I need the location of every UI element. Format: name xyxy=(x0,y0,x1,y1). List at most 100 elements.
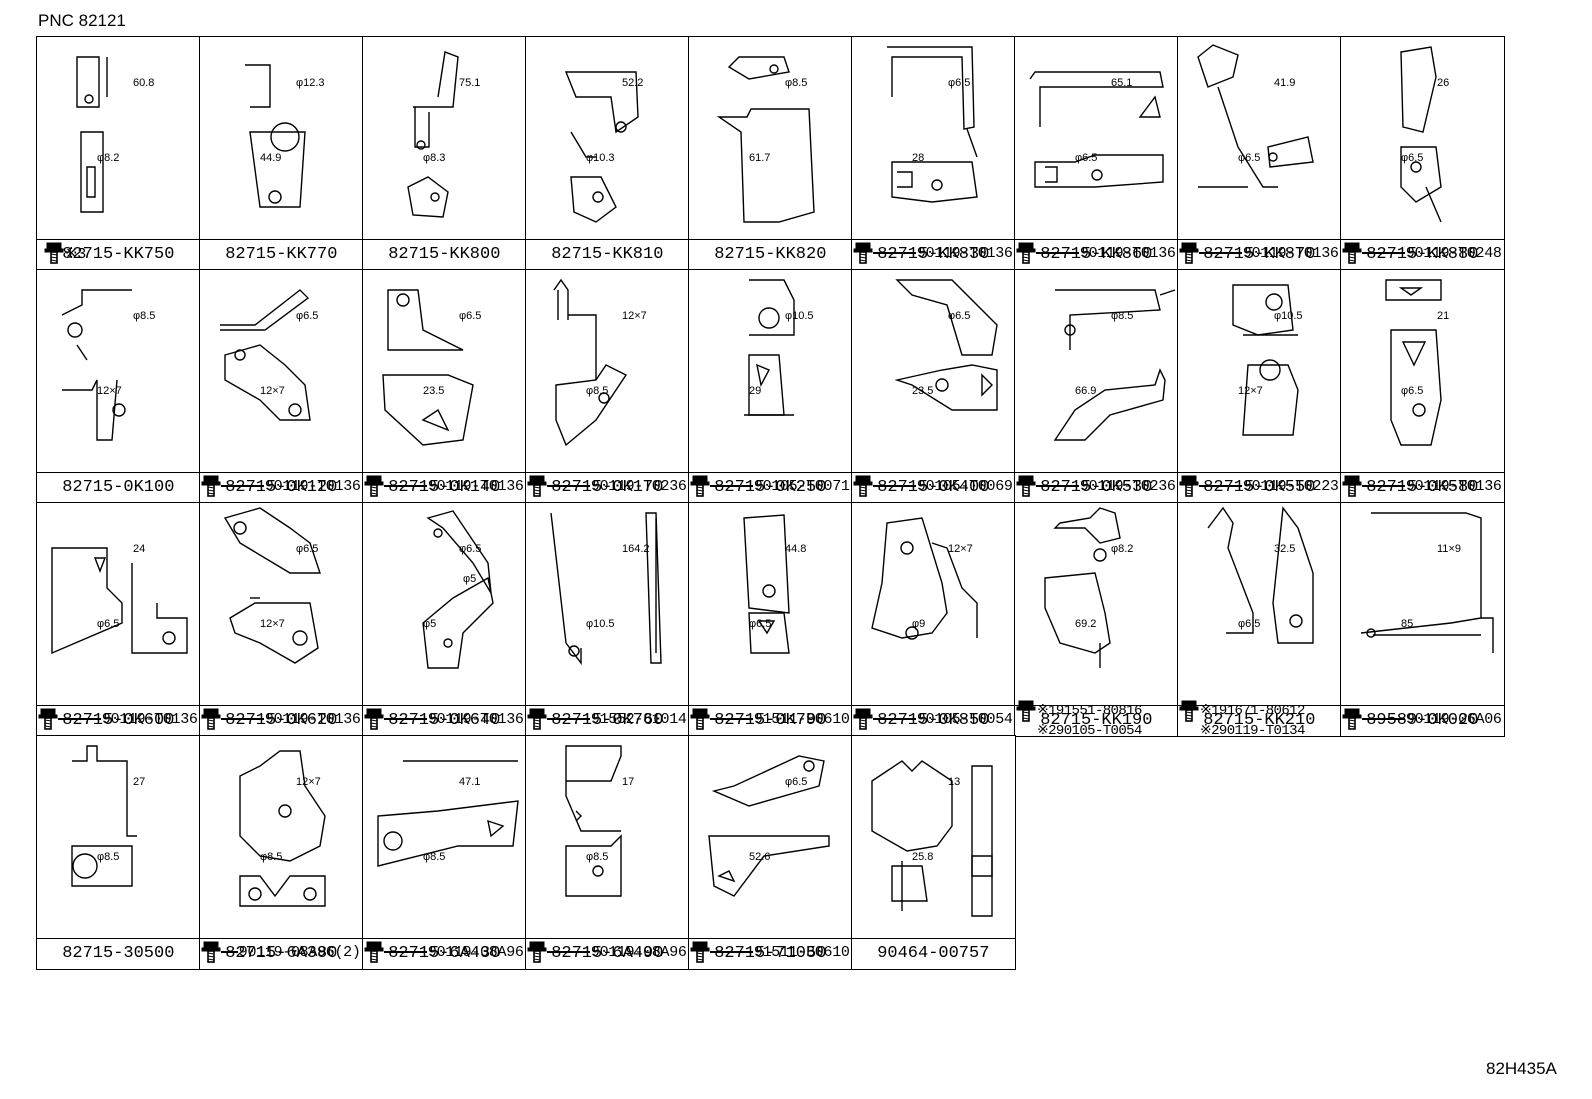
dimension-label: φ6.5 xyxy=(948,77,971,89)
part-number: 82715-0K120 xyxy=(200,471,363,503)
dimension-label: 26 xyxy=(1437,77,1450,89)
fastener-note: 90119-T0248 xyxy=(1341,242,1504,264)
part-number: 82715-0K790 xyxy=(689,704,852,736)
dimension-label: φ9 xyxy=(912,618,926,630)
part-drawing xyxy=(1400,46,1442,223)
fastener-note: 90119-T0136 xyxy=(363,708,526,730)
part-drawing xyxy=(223,507,321,664)
dimension-label: φ6.5 xyxy=(459,310,482,322)
bolt-icon xyxy=(690,708,710,730)
part-number: 82715-0K550 xyxy=(1178,471,1341,503)
fastener-part-number: 90119-T0136 xyxy=(264,710,361,728)
fastener-part-number: 90105-T0071 xyxy=(753,477,850,495)
bolt-icon xyxy=(1179,242,1199,264)
bolt-icon xyxy=(527,708,547,730)
part-drawing xyxy=(1029,71,1164,188)
dimension-label: 44.8 xyxy=(785,543,807,555)
fastener-part-number: ※290119-T0134 xyxy=(1200,722,1305,737)
dimension-label: 23.5 xyxy=(912,385,934,397)
part-drawing xyxy=(744,279,795,416)
part-drawing xyxy=(871,517,978,640)
part-drawing xyxy=(220,289,311,421)
part-number: 82715-0K100 xyxy=(37,471,200,503)
part-drawing xyxy=(407,51,459,218)
dimension-label: 60.8 xyxy=(133,77,155,89)
dimension-label: 11×9 xyxy=(1437,543,1461,555)
part-number: 82715-0K170 xyxy=(526,471,689,503)
part-drawing xyxy=(743,514,790,654)
fastener-part-number: 90119-T0136 xyxy=(427,710,524,728)
dimension-label: 25.8 xyxy=(912,851,934,863)
fastener-note: 90119-T0236 xyxy=(1015,475,1178,497)
dimension-label: 61.7 xyxy=(749,152,771,164)
bolt-icon xyxy=(364,941,384,963)
part-number: 82715-6A380 xyxy=(200,937,363,969)
bolt-icon xyxy=(690,475,710,497)
part-number: 82715-0K580 xyxy=(1341,471,1504,503)
dimension-label: 12×7 xyxy=(622,310,647,322)
part-number: 82715-0K250 xyxy=(689,471,852,503)
fastener-note: 90119-08A96(2) xyxy=(200,941,363,963)
part-drawing xyxy=(1053,289,1176,441)
bolt-icon xyxy=(853,242,873,264)
fastener-note: 90119-T0136 xyxy=(37,708,200,730)
part-number: 82715-6A430 xyxy=(363,937,526,969)
dimension-label: 66.9 xyxy=(1075,385,1097,397)
bolt-icon xyxy=(1016,700,1036,722)
bolt-icon xyxy=(1179,475,1199,497)
fastener-note: ※191671-80612※290119-T0134 xyxy=(1178,699,1341,737)
bolt-icon xyxy=(527,941,547,963)
part-drawing xyxy=(550,512,662,666)
dimension-label: 24 xyxy=(133,543,146,555)
bolt-icon xyxy=(201,708,221,730)
part-drawing xyxy=(1360,512,1494,653)
dimension-label: φ10.5 xyxy=(1274,310,1303,322)
part-number: 82715-KK770 xyxy=(200,238,363,270)
dimension-label: φ6.5 xyxy=(1075,152,1098,164)
part-number: 82715-KK830 xyxy=(852,238,1015,270)
part-number: 82715-6A490 xyxy=(526,937,689,969)
bolt-icon xyxy=(527,475,547,497)
fastener-note: 90119-T0223 xyxy=(1178,475,1341,497)
dimension-label: φ5 xyxy=(423,618,437,630)
dimension-label: φ8.5 xyxy=(133,310,156,322)
dimension-label: φ6.5 xyxy=(296,310,319,322)
pnc-label: PNC 82121 xyxy=(38,11,126,30)
bolt-icon xyxy=(1342,475,1362,497)
part-drawing xyxy=(1385,279,1442,446)
dimension-label: 69.2 xyxy=(1075,618,1097,630)
